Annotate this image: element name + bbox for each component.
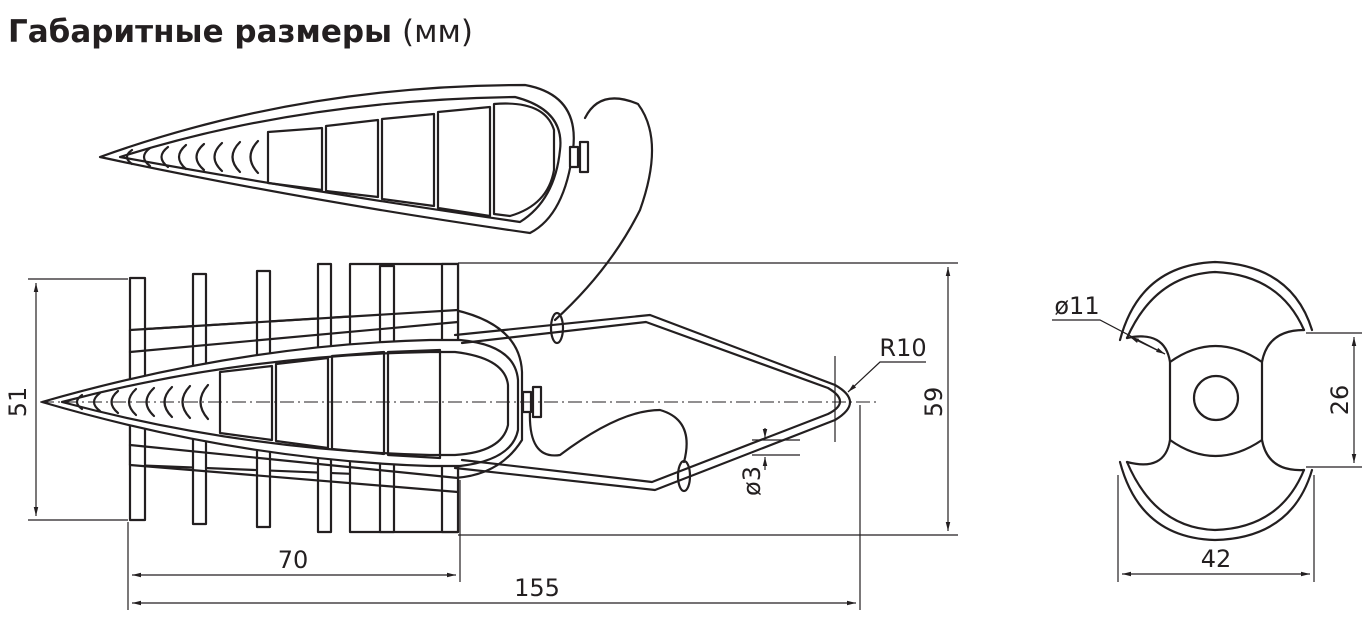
dim-label-155: 155 <box>514 574 560 602</box>
dim-label-42: 42 <box>1201 545 1232 573</box>
dim-label-70: 70 <box>278 546 309 574</box>
dim-label-wire-diameter: ø3 <box>738 466 766 496</box>
dim-label-51: 51 <box>4 387 32 418</box>
spare-wedge <box>98 83 654 322</box>
wedge-teeth <box>125 139 260 175</box>
dimension-lines <box>28 262 1362 610</box>
clamp-body <box>40 262 876 534</box>
page-title: Габаритные размеры (мм) <box>8 10 473 54</box>
dim-label-59: 59 <box>920 387 948 418</box>
dim-label-hole-diameter: ø11 <box>1054 292 1099 320</box>
title-text: Габаритные размеры <box>8 14 393 50</box>
dim-label-26: 26 <box>1326 385 1354 416</box>
end-view <box>1118 260 1314 542</box>
title-unit: (мм) <box>401 14 473 50</box>
dim-label-r10: R10 <box>879 334 926 362</box>
